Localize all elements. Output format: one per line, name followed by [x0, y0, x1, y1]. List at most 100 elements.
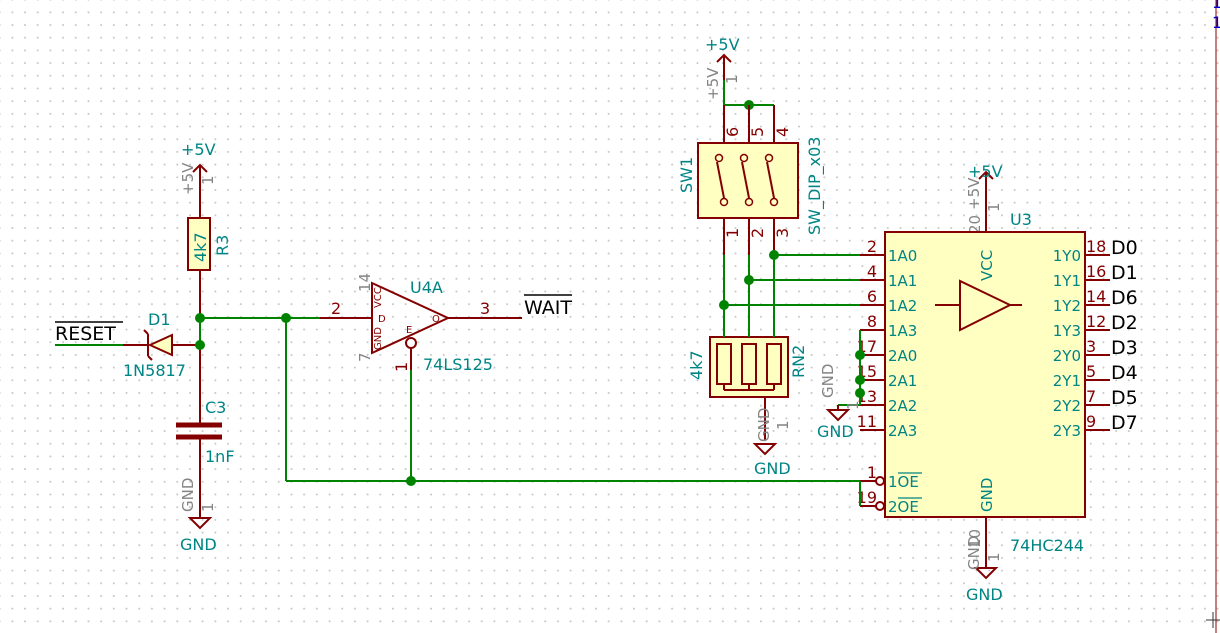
sw1-value: SW_DIP_x03	[805, 137, 825, 236]
u3-pin-number: 1	[867, 463, 877, 482]
u3-pin-1y2: 1Y2 14 D6	[1053, 287, 1138, 315]
u3-ref: U3	[1010, 210, 1032, 229]
net-label-d5: D5	[1111, 387, 1138, 409]
u4a-pin-gnd: 7	[356, 352, 374, 362]
sheet-border: 1 1	[1206, 0, 1220, 633]
u3-pin-1a0: 2 1A0	[860, 237, 917, 265]
u3-pin-name: 1OE	[888, 473, 919, 491]
net-label-d2: D2	[1111, 312, 1138, 334]
r3-power-symbol: +5V +5V 1	[179, 140, 217, 195]
u3-vcc-name: VCC	[978, 250, 996, 281]
c3-value: 1nF	[205, 447, 235, 466]
u3-pin-1y1: 1Y1 16 D1	[1053, 262, 1138, 290]
u3-gnd-pinnum: 10	[966, 529, 984, 548]
u3-pin-number: 14	[1086, 287, 1106, 306]
u3-pin-name: 2Y2	[1053, 397, 1081, 415]
c3-gnd-label: GND	[180, 535, 217, 554]
r3-vcc-label: +5V	[181, 140, 216, 159]
reset-label: RESET	[55, 323, 116, 345]
u3-pin-2y3: 2Y3 9 D7	[1053, 412, 1138, 440]
u3-pin-number: 11	[857, 412, 877, 431]
u3-pin-name: 1A0	[888, 247, 917, 265]
u3-pin-number: 6	[867, 287, 877, 306]
corner-mark-2: 1	[1212, 13, 1220, 32]
c3-gnd-symbol: GND	[180, 517, 217, 554]
u4a-pin-out: 3	[480, 299, 490, 318]
u3-pin-name: 2A1	[888, 372, 917, 390]
u3-pin-1a2: 6 1A2	[860, 287, 917, 315]
u4a-ref: U4A	[410, 278, 443, 297]
buffer-u4a: 2 3 1 14 7 D E O VCC GND U4A 74LS125	[320, 273, 522, 374]
u3-pin-name: 1A2	[888, 297, 917, 315]
rn2-value: 4k7	[687, 350, 706, 380]
u3-pin-name: 1Y3	[1053, 322, 1081, 340]
u3-pin-number: 2	[867, 237, 877, 256]
u3-2a-gnd-hidden: GND	[819, 364, 837, 398]
u3-left-tie-wires	[838, 330, 865, 506]
sw1-top-pin-4: 4	[773, 127, 792, 137]
u3-pin-name: 1Y1	[1053, 272, 1081, 290]
u3-gnd-symbol: GND 10 1 GND	[965, 517, 1003, 604]
u4a-pin-in: 2	[331, 299, 341, 318]
sw-to-u3-wires	[719, 250, 860, 337]
u3-pin-number: 4	[867, 262, 877, 281]
u3-pin-name: 1A1	[888, 272, 917, 290]
diode-d1: D1 1N5817	[123, 310, 200, 380]
net-label-d6: D6	[1111, 287, 1138, 309]
sw1-bot-pin-1: 1	[723, 228, 742, 238]
sw1-power-symbol: +5V +5V 1	[704, 35, 741, 100]
u3-pin-name: 2OE	[888, 498, 919, 516]
rn2-gnd-symbol: GND	[752, 443, 791, 478]
u3-pin-1y3: 1Y3 12 D2	[1053, 312, 1138, 340]
d1-value: 1N5817	[123, 361, 186, 380]
u3-pin-2y2: 2Y2 7 D5	[1053, 387, 1138, 415]
rn2-ref: RN2	[789, 345, 808, 378]
u4a-pin-vcc: 14	[356, 273, 374, 292]
sw1-vcc-pin: 1	[723, 74, 741, 84]
u3-pin-number: 16	[1086, 262, 1106, 281]
u3-power-symbol: +5V +5V 20 1	[965, 162, 1003, 234]
rn2-gnd-hidden: GND	[755, 408, 773, 442]
u3-vcc-hidden: +5V	[965, 177, 983, 210]
u3-pin-name: 1Y2	[1053, 297, 1081, 315]
u4a-inner-gnd: GND	[373, 327, 384, 350]
u3-pin-number: 18	[1086, 237, 1106, 256]
sw1-vcc-hidden: +5V	[704, 67, 722, 100]
u3-gnd-label: GND	[966, 585, 1003, 604]
sw1-bot-pin-3: 3	[773, 228, 792, 238]
u3-pin-number: 9	[1086, 412, 1096, 431]
net-label-d3: D3	[1111, 337, 1138, 359]
sw1-top-pin-5: 5	[748, 127, 767, 137]
wait-net-label: WAIT	[524, 294, 572, 319]
u3-vcc-pin: 1	[985, 202, 1003, 212]
u3-2a-gnd-symbol: GND 1 GND	[817, 364, 862, 441]
u3-gnd-hidden: GND	[965, 536, 983, 570]
u3-gnd-name: GND	[978, 478, 996, 512]
net-label-d7: D7	[1111, 412, 1138, 434]
u3-pin-name: 1Y0	[1053, 247, 1081, 265]
rn2-gnd-pin: 1	[774, 420, 792, 430]
c3-gnd-hidden: GND	[179, 478, 197, 512]
u3-pin-number: 12	[1086, 312, 1106, 331]
capacitor-c3: C3 1nF GND 1	[176, 345, 235, 518]
d1-ref: D1	[148, 310, 171, 329]
u4a-inner-d: D	[378, 314, 386, 325]
u3-pin-name: 2Y3	[1053, 422, 1081, 440]
u4a-inner-o: O	[432, 314, 440, 325]
r3-vcc-pin: 1	[199, 175, 217, 185]
sw1-bot-pin-2: 2	[748, 228, 767, 238]
rn2-gnd-label: GND	[754, 459, 791, 478]
u3-pin-number: 8	[867, 312, 877, 331]
r3-value: 4k7	[191, 232, 210, 262]
net-label-d1: D1	[1111, 262, 1138, 284]
u3-2a-gnd-label: GND	[817, 422, 854, 441]
u3-pin-number: 7	[1086, 387, 1096, 406]
r3-ref: R3	[213, 235, 232, 256]
